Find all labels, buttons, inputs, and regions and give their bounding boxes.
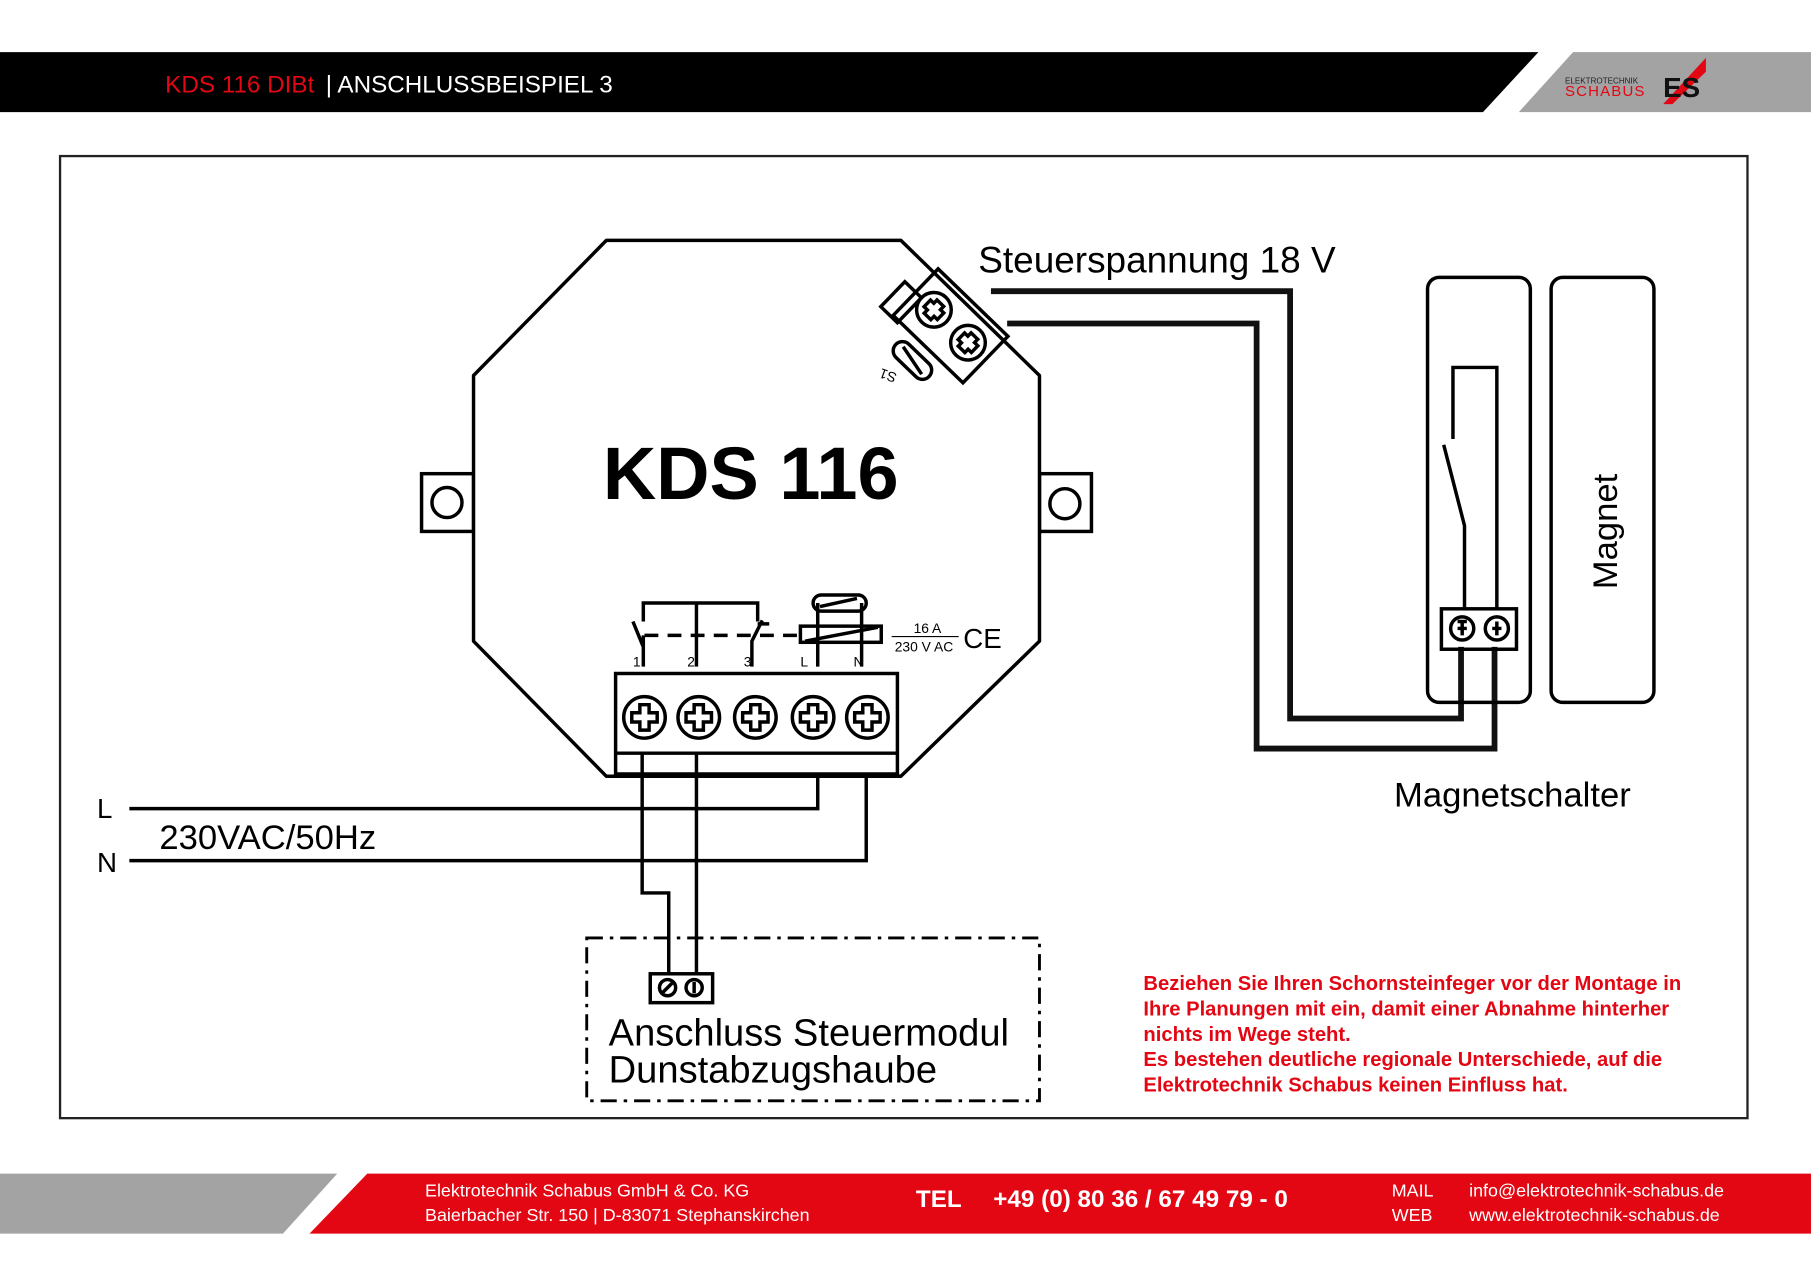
screw-cross-icon — [852, 702, 882, 732]
screw-icon — [732, 694, 778, 740]
magnet-switch-label: Magnetschalter — [1394, 776, 1631, 814]
switch-housing — [1425, 275, 1533, 705]
control-wire-2 — [1007, 320, 1498, 752]
wire-n — [129, 773, 868, 863]
notice-line: Beziehen Sie Ihren Schornsteinfeger vor … — [1143, 973, 1681, 995]
screw-slot — [661, 981, 696, 994]
fuse-s1 — [891, 339, 934, 382]
notice-line: Elektrotechnik Schabus keinen Einfluss h… — [1143, 1075, 1567, 1097]
screw-icon — [948, 323, 988, 362]
line-l-label: L — [97, 793, 112, 824]
device-label: KDS 116 — [603, 432, 899, 515]
company-logo: ELEKTROTECHNIK SCHABUS ES — [1565, 57, 1706, 105]
screw-icon — [684, 977, 704, 998]
terminal-block — [613, 671, 900, 776]
notice-line: Es bestehen deutliche regionale Untersch… — [1143, 1049, 1662, 1071]
switch-terminal — [1439, 607, 1519, 651]
mount-ear-right — [1037, 471, 1094, 534]
screw-icon — [1448, 615, 1476, 642]
screw-cross — [1457, 619, 1502, 636]
footer-address: Baierbacher Str. 150 | D-83071 Stephansk… — [425, 1205, 810, 1225]
footer-mail-link[interactable]: info@elektrotechnik-schabus.de — [1469, 1181, 1724, 1201]
mount-ear-left — [419, 471, 476, 534]
screw-icon — [657, 977, 678, 998]
wire-terminal-1 — [640, 753, 671, 974]
screw-icon — [914, 290, 953, 329]
footer-gray — [0, 1173, 338, 1234]
control-wire-1 — [990, 288, 1464, 722]
screw-cross-icon — [798, 702, 828, 732]
footer-tel-label: TEL — [916, 1186, 962, 1213]
footer-red — [309, 1173, 1811, 1234]
mount-hole-right — [1048, 486, 1082, 521]
footer: Elektrotechnik Schabus GmbH & Co. KG Bai… — [0, 1173, 1811, 1234]
terminal-number: N — [854, 654, 864, 670]
screw-icon — [790, 694, 836, 740]
terminal-numbers: 1 2 3 L N — [633, 654, 864, 670]
header-title: KDS 116 DIBt | ANSCHLUSSBEISPIEL 3 — [165, 72, 613, 99]
terminal-screws — [621, 694, 890, 740]
header-bar — [0, 52, 1539, 113]
rating-voltage: 230 V AC — [895, 639, 954, 655]
device-housing — [471, 238, 1042, 779]
footer-mail-label: MAIL — [1392, 1181, 1434, 1201]
screw-icon — [621, 694, 667, 740]
logo-line1: ELEKTROTECHNIK — [1565, 76, 1639, 85]
screw-icon — [844, 694, 890, 740]
mount-hole-left — [430, 485, 464, 520]
rating-current: 16 A — [914, 620, 942, 636]
magnet-switch — [1425, 275, 1533, 705]
notice-line: Ihre Planungen mit ein, damit einer Abna… — [1143, 998, 1669, 1020]
terminal-number: L — [800, 654, 808, 670]
screw-cross-icon — [740, 702, 770, 732]
control-connector — [878, 266, 1011, 386]
logo-panel — [1518, 52, 1811, 113]
control-module: Anschluss Steuermodul Dunstabzugshaube — [585, 936, 1041, 1103]
terminal-number: 2 — [687, 654, 695, 670]
control-voltage-label: Steuerspannung 18 V — [978, 240, 1336, 281]
module-boundary — [585, 936, 1041, 1103]
reed-contact — [1442, 365, 1499, 610]
fuse-label: S1 — [877, 365, 899, 386]
logo-mark: ES — [1663, 72, 1700, 103]
screw-cross-icon — [630, 702, 659, 732]
notice-line: nichts im Wege steht. — [1143, 1024, 1350, 1046]
footer-web-link[interactable]: www.elektrotechnik-schabus.de — [1468, 1205, 1720, 1225]
module-label-2: Dunstabzugshaube — [609, 1049, 937, 1091]
screw-cross-icon — [684, 702, 714, 732]
screw-icon — [1483, 615, 1511, 642]
relay-contacts — [631, 593, 883, 667]
magnet-label: Magnet — [1587, 473, 1625, 589]
footer-company: Elektrotechnik Schabus GmbH & Co. KG — [425, 1181, 749, 1201]
module-terminal — [648, 972, 715, 1005]
terminal-number: 3 — [744, 654, 752, 670]
footer-web-label: WEB — [1392, 1205, 1433, 1225]
line-n-label: N — [97, 847, 117, 878]
notice: Beziehen Sie Ihren Schornsteinfeger vor … — [1143, 973, 1681, 1097]
module-label-1: Anschluss Steuermodul — [609, 1012, 1009, 1054]
header: KDS 116 DIBt | ANSCHLUSSBEISPIEL 3 ELEKT… — [0, 52, 1811, 113]
footer-tel[interactable]: +49 (0) 80 36 / 67 49 79 - 0 — [993, 1186, 1288, 1213]
diagram-frame — [58, 154, 1749, 1120]
magnet-housing — [1549, 275, 1656, 705]
kds116-device: KDS 116 1 2 3 L N 16 A 230 V AC CE — [419, 238, 1094, 779]
magnet: Magnet — [1549, 275, 1656, 705]
logo-line2: SCHABUS — [1565, 83, 1646, 100]
supply-label: 230VAC/50Hz — [159, 819, 376, 857]
terminal-number: 1 — [633, 654, 641, 670]
wire-l — [129, 773, 820, 811]
ce-mark: CE — [963, 623, 1001, 654]
screw-icon — [676, 694, 722, 740]
